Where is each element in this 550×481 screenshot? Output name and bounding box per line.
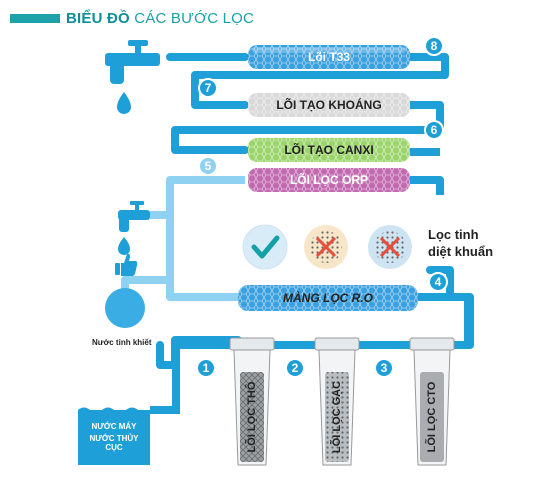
filter-orp-label: LÕI LỌC ORP <box>290 173 368 187</box>
step-4-badge: 4 <box>428 272 448 292</box>
filter-t33 <box>248 45 410 69</box>
step-5-badge: 5 <box>198 156 218 176</box>
step-6-badge: 6 <box>424 120 444 140</box>
pure-water-circle <box>105 288 145 328</box>
housing-1-label: LÕI LỌC THÔ <box>246 381 258 453</box>
housing-2-label: LÕI LỌC GẠC <box>331 380 343 454</box>
source-label-2: NƯỚC THỦY CỤC <box>89 434 139 452</box>
filter-ro-membrane <box>238 285 418 311</box>
step-2-badge: 2 <box>285 358 305 378</box>
bacteria-cross-icon-1 <box>304 225 348 269</box>
main-faucet-icon <box>105 40 160 114</box>
housing-1 <box>229 337 275 466</box>
membrane-label: MÀNG LỌC R.O <box>283 291 373 305</box>
page-title: BIỂU ĐỒ CÁC BƯỚC LỌC <box>66 10 255 27</box>
step-7-badge: 7 <box>198 78 218 98</box>
bacteria-cross-icon-2 <box>368 225 412 269</box>
source-label-1: NƯỚC MÁY <box>91 422 137 431</box>
sterilize-label: Lọc tinh diệt khuẩn <box>428 227 494 259</box>
housing-3-label: LÕI LỌC CTO <box>426 381 438 453</box>
water-source <box>78 400 180 465</box>
housing-2 <box>314 337 360 466</box>
filter-calcium <box>248 138 410 162</box>
filter-orp <box>248 168 410 192</box>
filter-calcium-label: LÕI TẠO CANXI <box>284 143 374 157</box>
title-accent-bar <box>10 14 60 23</box>
filter-t33-label: Lõi T33 <box>307 50 350 64</box>
step-8-badge: 8 <box>424 36 444 56</box>
thumbs-up-icon <box>115 253 138 276</box>
pure-water-label: Nước tinh khiết <box>92 338 152 347</box>
housing-3 <box>409 337 455 466</box>
check-icon <box>242 224 288 270</box>
side-faucet-icon <box>118 201 150 255</box>
filter-mineral <box>248 93 410 117</box>
step-3-badge: 3 <box>374 358 394 378</box>
filter-mineral-label: LÕI TẠO KHOÁNG <box>276 98 382 112</box>
step-1-badge: 1 <box>196 358 216 378</box>
